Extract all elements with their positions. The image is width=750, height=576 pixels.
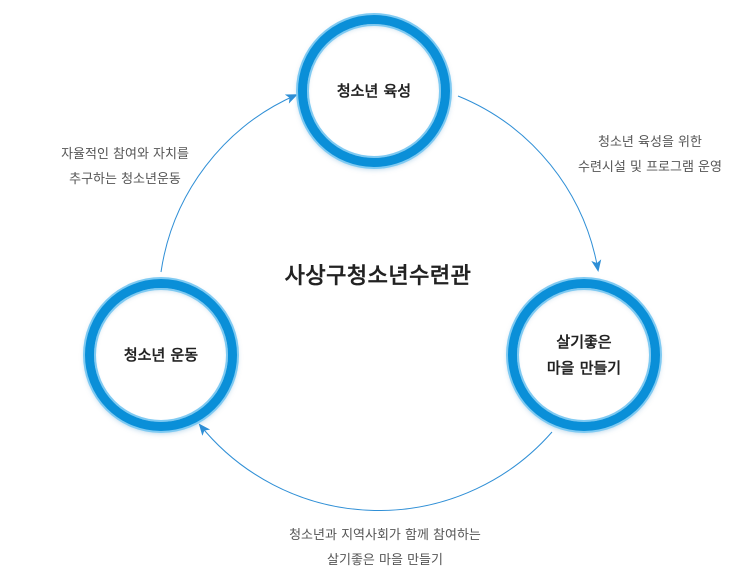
arrow-left-to-top <box>160 94 298 273</box>
note-top-right-line2: 수련시설 및 프로그램 운영 <box>578 160 722 175</box>
node-livable-village-line1: 살기좋은 <box>556 333 612 351</box>
note-top-right: 청소년 육성을 위한 수련시설 및 프로그램 운영 <box>555 130 745 180</box>
note-top-left: 자율적인 참여와 자치를 추구하는 청소년운동 <box>30 142 220 192</box>
center-title: 사상구청소년수련관 <box>284 264 472 289</box>
node-youth-development: 청소년 육성 <box>298 15 450 167</box>
node-youth-development-label: 청소년 육성 <box>336 82 412 100</box>
note-top-left-line1: 자율적인 참여와 자치를 <box>61 147 189 162</box>
note-top-right-line1: 청소년 육성을 위한 <box>598 135 702 150</box>
note-top-left-line2: 추구하는 청소년운동 <box>69 172 181 187</box>
node-livable-village-line2: 마을 만들기 <box>546 359 622 377</box>
note-bottom-line2: 살기좋은 마을 만들기 <box>327 553 443 568</box>
node-livable-village: 살기좋은 마을 만들기 <box>508 279 660 431</box>
node-youth-movement: 청소년 운동 <box>85 279 237 431</box>
node-youth-movement-label: 청소년 운동 <box>123 346 199 364</box>
arrow-right-to-left <box>198 423 553 511</box>
node-livable-village-label: 살기좋은 마을 만들기 <box>547 329 621 381</box>
arrow-top-to-right <box>457 95 602 272</box>
note-bottom: 청소년과 지역사회가 함께 참여하는 살기좋은 마을 만들기 <box>260 523 510 573</box>
note-bottom-line1: 청소년과 지역사회가 함께 참여하는 <box>289 528 481 543</box>
